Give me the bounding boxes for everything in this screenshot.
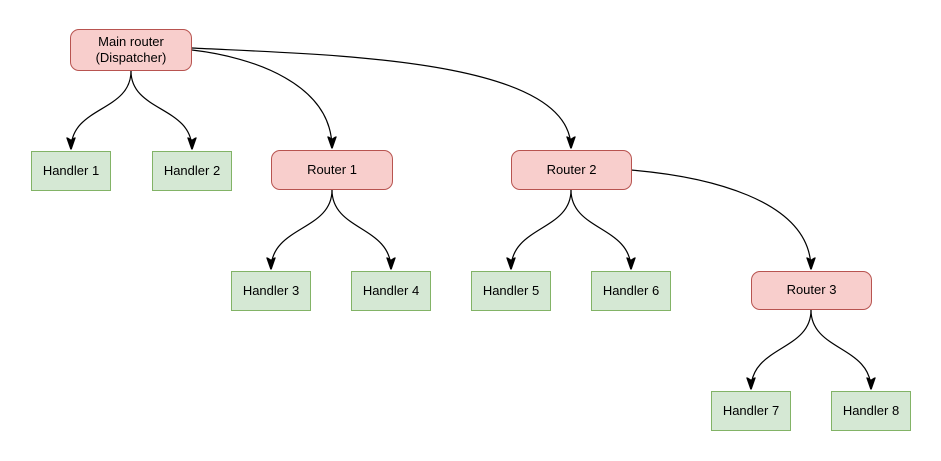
node-handler-5: Handler 5 — [471, 271, 551, 311]
node-handler-1: Handler 1 — [31, 151, 111, 191]
node-handler-8: Handler 8 — [831, 391, 911, 431]
edge-router-3-to-handler-8 — [810, 309, 871, 389]
edge-router-2-to-router-3 — [630, 169, 811, 269]
edge-router-3-to-handler-7 — [751, 309, 812, 389]
node-handler-7: Handler 7 — [711, 391, 791, 431]
node-handler-2: Handler 2 — [152, 151, 232, 191]
node-router-1: Router 1 — [271, 150, 393, 190]
edge-router-2-to-handler-5 — [511, 189, 572, 269]
node-handler-3: Handler 3 — [231, 271, 311, 311]
node-router-2: Router 2 — [511, 150, 632, 190]
node-main-router: Main router (Dispatcher) — [70, 29, 192, 71]
edge-router-1-to-handler-3 — [271, 189, 333, 269]
edge-main-router-to-handler-2 — [130, 70, 192, 149]
edge-main-router-to-router-1 — [191, 49, 332, 148]
edge-router-2-to-handler-6 — [570, 189, 631, 269]
node-router-3: Router 3 — [751, 271, 872, 310]
edge-router-1-to-handler-4 — [331, 189, 391, 269]
edge-main-router-to-router-2 — [191, 47, 571, 148]
node-handler-4: Handler 4 — [351, 271, 431, 311]
node-handler-6: Handler 6 — [591, 271, 671, 311]
edge-main-router-to-handler-1 — [71, 70, 132, 149]
